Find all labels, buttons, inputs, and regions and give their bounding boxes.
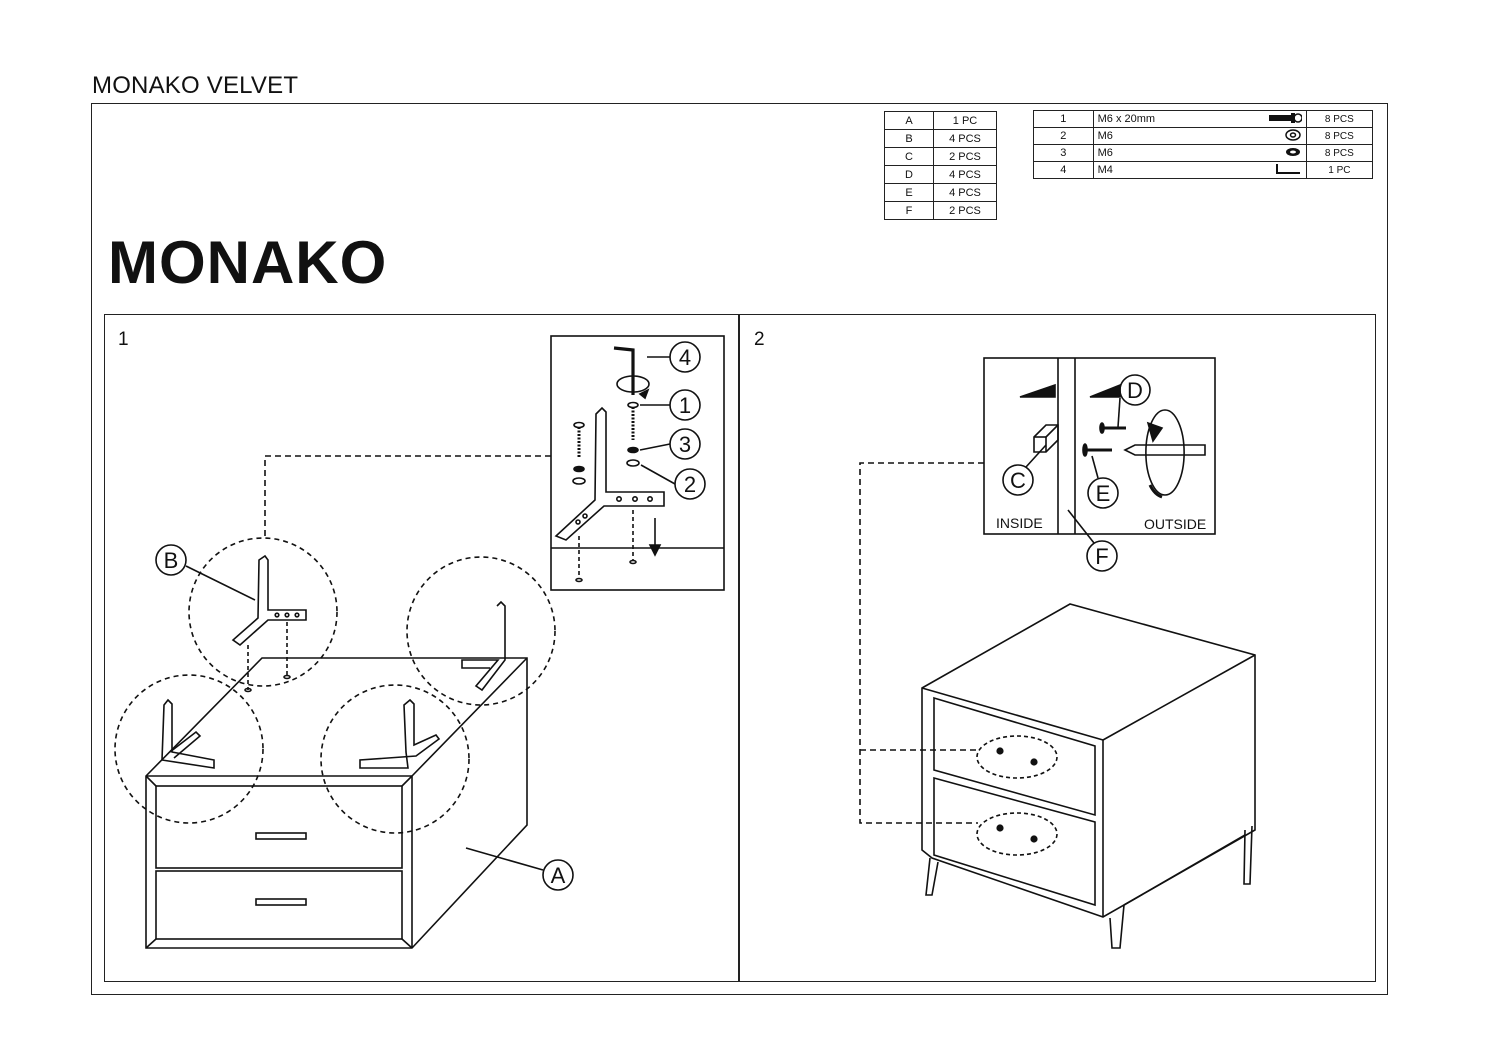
part-id: A: [884, 111, 934, 130]
part-id: C: [884, 147, 934, 166]
hardware-size: M6 x 20mm: [1092, 110, 1246, 128]
part-id: F: [884, 201, 934, 220]
hardware-qty: 8 PCS: [1305, 144, 1374, 162]
part-qty: 2 PCS: [933, 201, 997, 220]
hardware-table: 1 M6 x 20mm 8 PCS 2 M6 8 PCS 3 M6 8 PCS …: [1033, 110, 1374, 179]
table-row: 2 M6 8 PCS: [1033, 127, 1374, 145]
allen-key-icon: [1245, 161, 1307, 179]
hardware-qty: 8 PCS: [1305, 110, 1374, 128]
hardware-size: M6: [1092, 127, 1246, 145]
table-row: 3 M6 8 PCS: [1033, 144, 1374, 162]
brand-heading: MONAKO: [108, 229, 388, 296]
instruction-sheet-frame: [91, 103, 1388, 995]
part-qty: 2 PCS: [933, 147, 997, 166]
part-qty: 1 PC: [933, 111, 997, 130]
document-title: MONAKO VELVET: [92, 72, 299, 99]
part-id: B: [884, 129, 934, 148]
step-1-panel: [104, 314, 740, 982]
hardware-num: 1: [1033, 110, 1094, 128]
washer-icon: [1245, 127, 1307, 145]
hardware-qty: 1 PC: [1305, 161, 1374, 179]
table-row: 1 M6 x 20mm 8 PCS: [1033, 110, 1374, 128]
step-2-panel: [738, 314, 1376, 982]
hardware-num: 3: [1033, 144, 1094, 162]
part-qty: 4 PCS: [933, 183, 997, 202]
part-qty: 4 PCS: [933, 129, 997, 148]
hardware-size: M6: [1092, 144, 1246, 162]
part-qty: 4 PCS: [933, 165, 997, 184]
lock-washer-icon: [1245, 144, 1307, 162]
step-1-number: 1: [118, 329, 129, 350]
hardware-num: 4: [1033, 161, 1094, 179]
part-id: E: [884, 183, 934, 202]
table-row: 4 M4 1 PC: [1033, 161, 1374, 179]
hardware-qty: 8 PCS: [1305, 127, 1374, 145]
hardware-size: M4: [1092, 161, 1246, 179]
step-2-number: 2: [754, 329, 765, 350]
hardware-num: 2: [1033, 127, 1094, 145]
part-id: D: [884, 165, 934, 184]
bolt-icon: [1245, 110, 1307, 128]
